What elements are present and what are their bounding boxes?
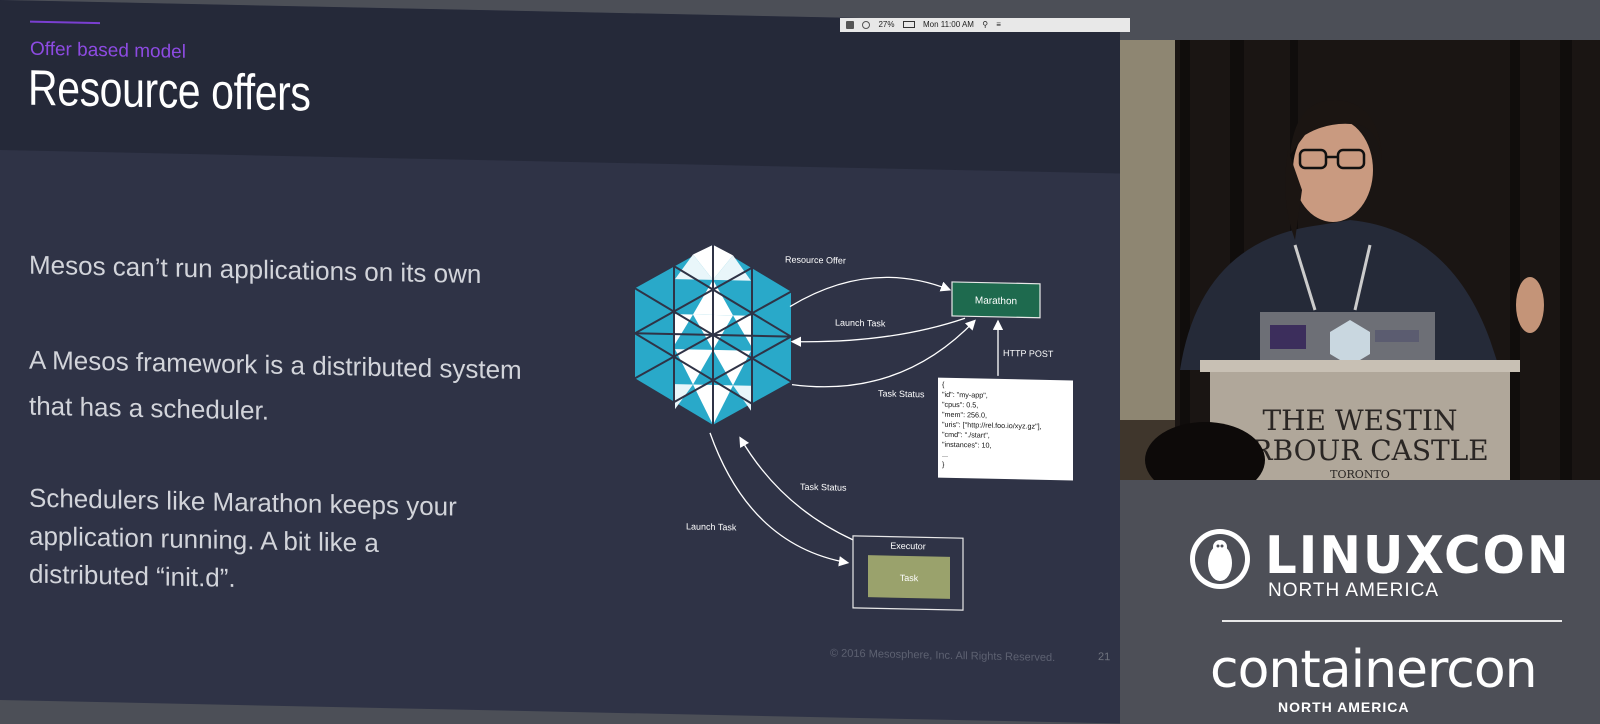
- podium-line-3: TORONTO: [1330, 468, 1390, 480]
- bullet-line: A Mesos framework is a distributed syste…: [29, 344, 522, 385]
- mesos-logo-icon: [634, 244, 792, 425]
- battery-icon: [902, 21, 915, 29]
- resource-offer-label: Resource Offer: [785, 254, 846, 265]
- bullet-1: Mesos can’t run applications on its own: [29, 246, 481, 293]
- podium-line-2: ARBOUR CASTLE: [1230, 434, 1488, 467]
- json-line: ...: [942, 450, 948, 459]
- json-line: {: [942, 380, 945, 389]
- json-line: "instances": 10,: [942, 440, 991, 450]
- task-box: [868, 555, 950, 599]
- task-status-arrow-top: [791, 319, 976, 388]
- marathon-box: [951, 281, 1041, 319]
- task-status-label-top: Task Status: [878, 388, 925, 399]
- event-branding-panel: [1120, 480, 1600, 724]
- task-label: Task: [900, 573, 919, 583]
- launch-task-label-top: Launch Task: [835, 317, 886, 328]
- http-post-label: HTTP POST: [1003, 348, 1054, 359]
- resource-offer-arrow: [789, 276, 952, 308]
- wifi-icon: [862, 20, 871, 29]
- launch-task-arrow-bottom: [709, 432, 850, 567]
- marathon-label: Marathon: [975, 295, 1017, 307]
- executor-label: Executor: [890, 541, 926, 552]
- slide-title: Resource offers: [28, 59, 311, 122]
- speaker-scene-image: THE WESTIN ARBOUR CASTLE TORONTO: [1120, 40, 1600, 480]
- json-line: }: [942, 460, 945, 469]
- json-line: "uris": ["http://rel.foo.io/xyz.gz"],: [942, 420, 1042, 431]
- bullet-line: Mesos can’t run applications on its own: [29, 249, 482, 290]
- bullet-2: A Mesos framework is a distributed syste…: [29, 341, 522, 435]
- json-line: "cpus": 0.5,: [942, 400, 978, 410]
- executor-box: [852, 535, 964, 611]
- battery-percent: 27%: [878, 20, 895, 29]
- task-status-label-bottom: Task Status: [800, 482, 847, 493]
- presentation-slide: Offer based model Resource offers Mesos …: [0, 0, 1120, 724]
- json-line: "id": "my-app",: [942, 390, 988, 400]
- mesos-architecture-diagram: Marathon Resource Offer Launch Task Task…: [634, 244, 1073, 611]
- app-json-box: [938, 377, 1073, 481]
- app-json-lines: { "id": "my-app", "cpus": 0.5, "mem": 25…: [942, 380, 1042, 469]
- podium-line-1: THE WESTIN: [1262, 404, 1457, 437]
- list-icon: ≡: [996, 20, 1001, 29]
- dropbox-icon: [846, 20, 854, 29]
- containercon-subtitle: NORTH AMERICA: [1278, 699, 1410, 715]
- slide-page-number: 21: [1098, 650, 1111, 664]
- mac-menu-bar: 27% Mon 11:00 AM ⚲ ≡: [840, 18, 1130, 32]
- branding-divider: [1222, 620, 1562, 622]
- launch-task-label-bottom: Launch Task: [686, 521, 737, 532]
- linuxcon-wordmark: LINUXCON: [1265, 526, 1571, 586]
- containercon-wordmark: containercon: [1210, 640, 1538, 700]
- search-icon: ⚲: [982, 20, 989, 29]
- json-line: "mem": 256.0,: [942, 410, 987, 420]
- linuxcon-subtitle: NORTH AMERICA: [1268, 580, 1440, 601]
- task-status-arrow-bottom: [739, 436, 854, 541]
- menubar-clock: Mon 11:00 AM: [922, 20, 974, 29]
- json-line: "cmd": "./start",: [942, 430, 990, 440]
- launch-task-arrow-top: [790, 317, 966, 347]
- speaker-video-feed: THE WESTIN ARBOUR CASTLE TORONTO: [1120, 40, 1600, 480]
- bullet-3: Schedulers like Marathon keeps your appl…: [29, 479, 457, 602]
- penguin-logo-icon: [1190, 529, 1250, 589]
- bullet-line: distributed “init.d”.: [29, 558, 236, 593]
- slide-copyright: © 2016 Mesosphere, Inc. All Rights Reser…: [830, 647, 1056, 665]
- bullet-line: that has a scheduler.: [29, 390, 269, 426]
